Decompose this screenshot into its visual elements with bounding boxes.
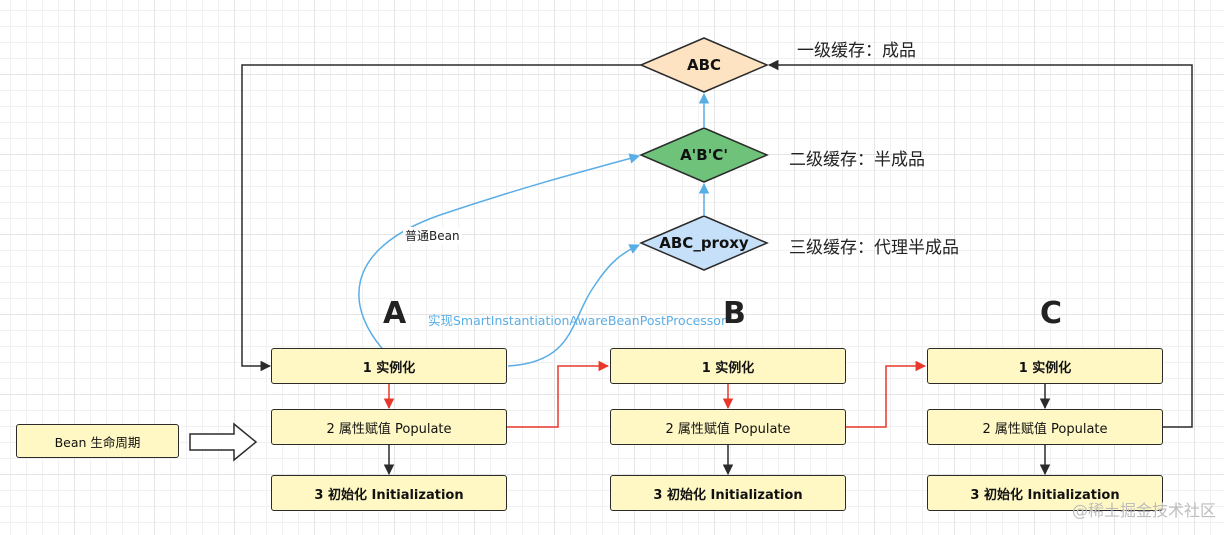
level2-cache-label-text: A'B'C' <box>680 146 728 164</box>
c-step2-label: 2 属性赋值 Populate <box>982 421 1108 437</box>
bean-lifecycle-label: Bean 生命周期 <box>54 434 141 450</box>
b-step3-label: 3 初始化 Initialization <box>653 487 803 503</box>
group-b-title: B <box>723 296 746 331</box>
level3-cache-caption: 三级缓存：代理半成品 <box>789 238 959 258</box>
a-step2-populate: 2 属性赋值 Populate <box>271 409 507 445</box>
smart-processor-edge-label: 实现SmartInstantiationAwareBeanPostProcess… <box>428 313 727 328</box>
c-step3-label: 3 初始化 Initialization <box>970 487 1120 503</box>
c-step1-instantiate: 1 实例化 <box>927 348 1163 384</box>
c-step2-populate: 2 属性赋值 Populate <box>927 409 1163 445</box>
level1-cache-caption: 一级缓存：成品 <box>797 41 916 61</box>
arrow-b-populate-to-c-instantiate <box>846 360 927 428</box>
level2-cache-diamond <box>639 127 769 183</box>
group-c-title: C <box>1040 296 1063 331</box>
a-step3-label: 3 初始化 Initialization <box>314 487 464 503</box>
level3-cache-label-text: ABC_proxy <box>659 234 749 252</box>
a-step1-instantiate: 1 实例化 <box>271 348 507 384</box>
hollow-arrow-icon <box>189 422 258 462</box>
bean-lifecycle-box: Bean 生命周期 <box>16 424 179 458</box>
arrow-c-populate-to-abc <box>767 59 1193 428</box>
c-step1-label: 1 实例化 <box>1018 360 1072 376</box>
c-step3-initialization: 3 初始化 Initialization <box>927 475 1163 511</box>
arrow-normal-bean <box>358 153 641 356</box>
arrow-abc-to-a-instantiate <box>241 64 641 372</box>
group-a-title: A <box>383 296 407 331</box>
a-step3-initialization: 3 初始化 Initialization <box>271 475 507 511</box>
b-step1-instantiate: 1 实例化 <box>610 348 846 384</box>
arrow-a-populate-to-b-instantiate <box>507 360 610 428</box>
b-step1-label: 1 实例化 <box>701 360 755 376</box>
level3-cache-diamond <box>639 215 769 271</box>
normal-bean-edge-label: 普通Bean <box>403 227 462 244</box>
level1-cache-diamond <box>639 37 769 93</box>
a-step2-label: 2 属性赋值 Populate <box>326 421 452 437</box>
a-step1-label: 1 实例化 <box>362 360 416 376</box>
b-step2-populate: 2 属性赋值 Populate <box>610 409 846 445</box>
b-step3-initialization: 3 初始化 Initialization <box>610 475 846 511</box>
level2-cache-caption: 二级缓存：半成品 <box>789 150 925 170</box>
level1-cache-label-text: ABC <box>686 56 722 74</box>
b-step2-label: 2 属性赋值 Populate <box>665 421 791 437</box>
watermark: @稀土掘金技术社区 <box>1071 501 1216 520</box>
arrow-smart-processor <box>507 244 640 367</box>
